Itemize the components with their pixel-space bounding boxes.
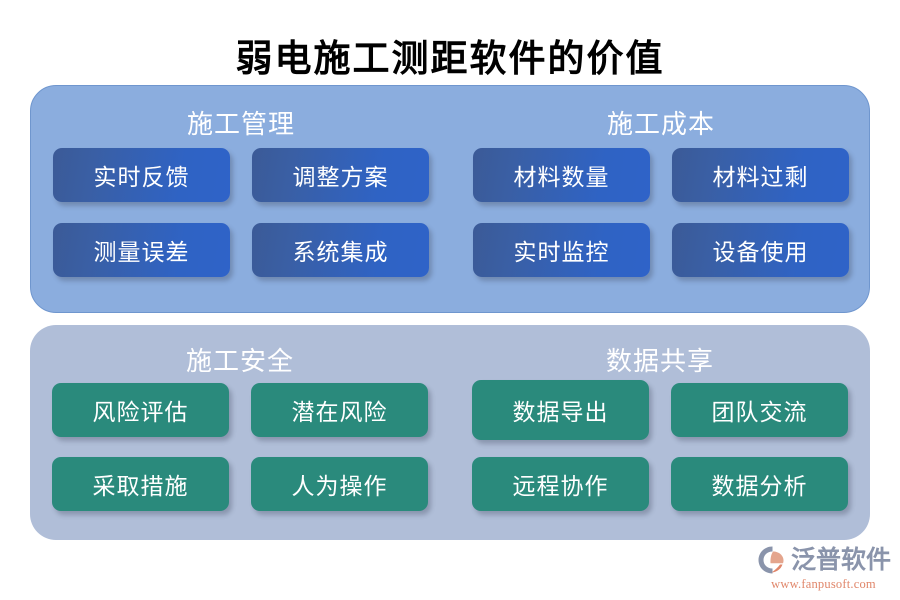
item-card[interactable]: 人为操作 xyxy=(251,457,428,511)
item-card[interactable]: 实时反馈 xyxy=(53,148,230,202)
group-data-sharing: 数据共享 数据导出 团队交流 远程协作 数据分析 xyxy=(450,325,870,540)
group-title: 施工成本 xyxy=(606,110,715,139)
group-construction-safety: 施工安全 风险评估 潜在风险 采取措施 人为操作 xyxy=(30,325,450,540)
item-card[interactable]: 潜在风险 xyxy=(251,383,428,437)
logo-wordmark: 泛普软件 xyxy=(791,545,892,574)
item-grid: 数据导出 团队交流 远程协作 数据分析 xyxy=(472,380,848,511)
item-card[interactable]: 设备使用 xyxy=(672,223,849,277)
gray-panel: 施工安全 风险评估 潜在风险 采取措施 人为操作 数据共享 数据导出 团队交流 … xyxy=(30,325,870,540)
item-grid: 风险评估 潜在风险 采取措施 人为操作 xyxy=(52,383,428,511)
page-title: 弱电施工测距软件的价值 xyxy=(235,39,665,80)
brand-logo: 泛普软件 www.fanpusoft.com xyxy=(757,543,892,593)
logo-row: 泛普软件 xyxy=(757,543,892,576)
item-card[interactable]: 测量误差 xyxy=(53,223,230,277)
group-title: 施工安全 xyxy=(185,347,294,376)
item-card[interactable]: 团队交流 xyxy=(671,383,848,437)
item-card[interactable]: 风险评估 xyxy=(52,383,229,437)
item-card[interactable]: 材料数量 xyxy=(473,148,650,202)
item-grid: 材料数量 材料过剩 实时监控 设备使用 xyxy=(473,148,849,277)
logo-url: www.fanpusoft.com xyxy=(771,577,876,591)
item-card[interactable]: 材料过剩 xyxy=(672,148,849,202)
item-card[interactable]: 系统集成 xyxy=(252,223,429,277)
item-card[interactable]: 数据导出 xyxy=(472,380,649,440)
group-construction-management: 施工管理 实时反馈 调整方案 测量误差 系统集成 xyxy=(31,86,451,312)
blue-panel: 施工管理 实时反馈 调整方案 测量误差 系统集成 施工成本 材料数量 材料过剩 … xyxy=(30,85,870,313)
fanpu-swoosh-icon xyxy=(757,545,787,575)
item-card[interactable]: 采取措施 xyxy=(52,457,229,511)
item-card[interactable]: 远程协作 xyxy=(472,457,649,511)
item-grid: 实时反馈 调整方案 测量误差 系统集成 xyxy=(53,148,429,277)
group-title: 施工管理 xyxy=(186,110,295,139)
item-card[interactable]: 数据分析 xyxy=(671,457,848,511)
item-card[interactable]: 实时监控 xyxy=(473,223,650,277)
item-card[interactable]: 调整方案 xyxy=(252,148,429,202)
group-construction-cost: 施工成本 材料数量 材料过剩 实时监控 设备使用 xyxy=(451,86,871,312)
group-title: 数据共享 xyxy=(605,347,714,376)
